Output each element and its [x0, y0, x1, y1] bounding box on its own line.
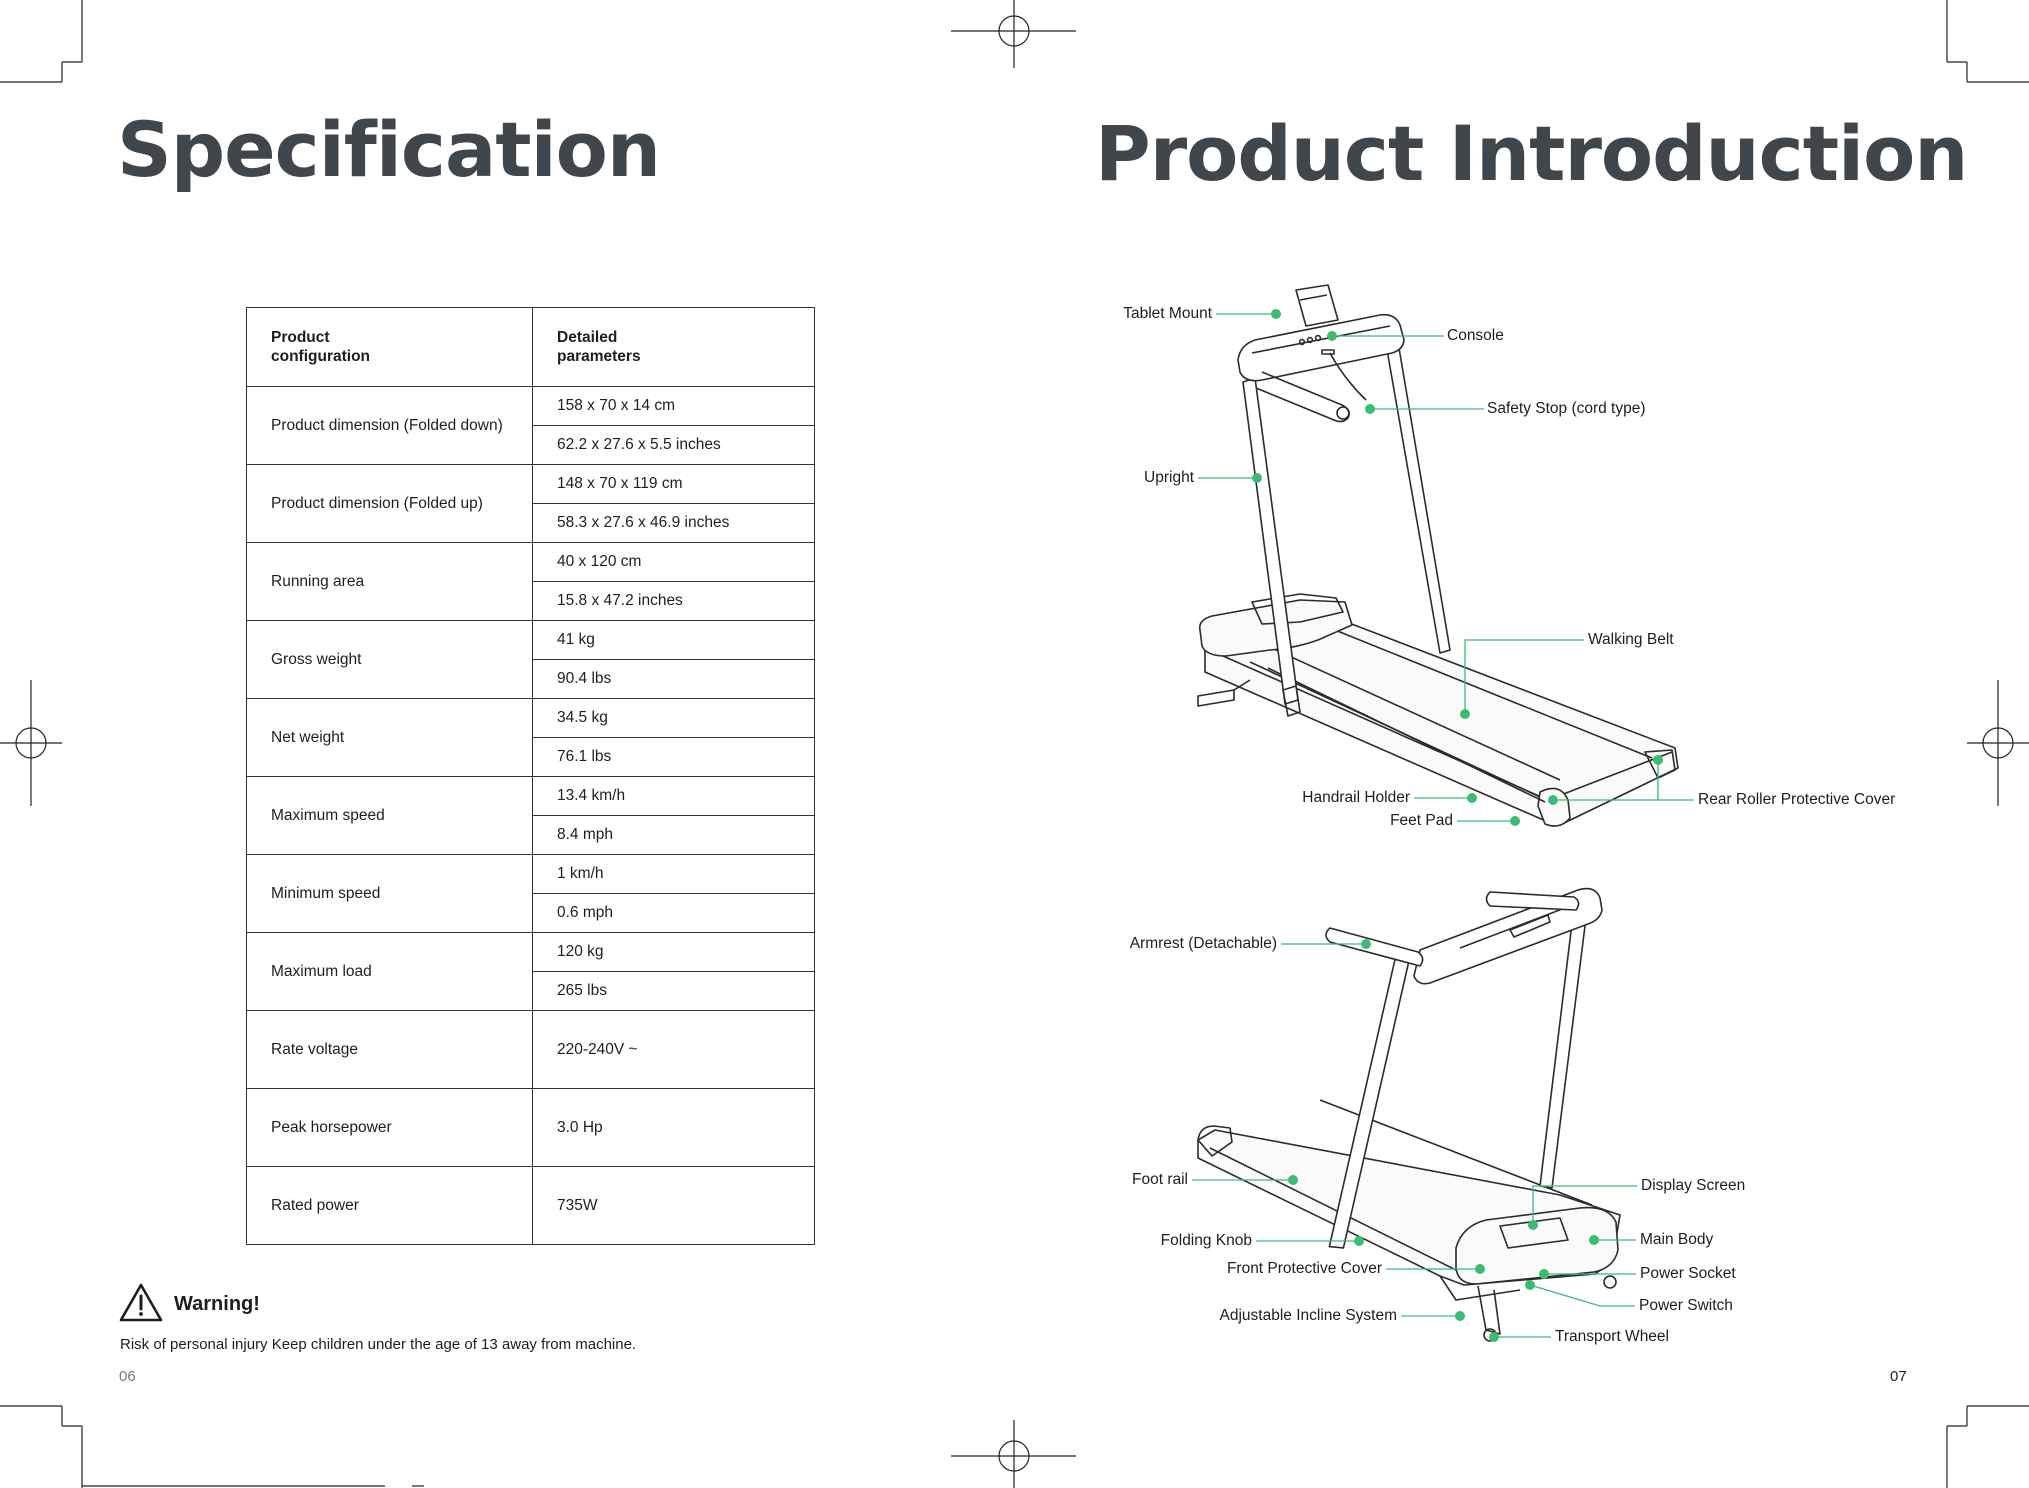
- parameter-cell: 62.2 x 27.6 x 5.5 inches: [532, 425, 815, 465]
- parameter-cell: 41 kg: [532, 620, 815, 660]
- parameter-cell: 220-240V ~: [532, 1010, 815, 1089]
- config-cell: Product dimension (Folded up): [246, 464, 533, 543]
- parameter-cell: 90.4 lbs: [532, 659, 815, 699]
- label-transport-wheel: Transport Wheel: [1555, 1328, 1669, 1345]
- label-power-switch: Power Switch: [1639, 1297, 1733, 1314]
- label-folding-knob: Folding Knob: [1160, 1232, 1252, 1249]
- parameter-cell: 13.4 km/h: [532, 776, 815, 816]
- parameter-cell: 265 lbs: [532, 971, 815, 1011]
- parameter-cell: 3.0 Hp: [532, 1088, 815, 1167]
- table-row: 90.4 lbs: [247, 659, 815, 699]
- label-feet-pad: Feet Pad: [1390, 812, 1453, 829]
- table-row: 15.8 x 47.2 inches: [247, 581, 815, 621]
- table-row: 0.6 mph: [247, 893, 815, 933]
- header-detailed-parameters: Detailed parameters: [532, 307, 815, 387]
- table-row: 58.3 x 27.6 x 46.9 inches: [247, 503, 815, 543]
- callout-leader-lines: [1192, 313, 1694, 1338]
- parameter-cell: 158 x 70 x 14 cm: [532, 386, 815, 426]
- treadmill-folded-illustration: [1197, 887, 1621, 1342]
- parameter-cell: 34.5 kg: [532, 698, 815, 738]
- callout-dot-foot-rail: [1288, 1175, 1298, 1185]
- table-row: 265 lbs: [247, 971, 815, 1011]
- label-foot-rail: Foot rail: [1132, 1171, 1188, 1188]
- page-number-right: 07: [1890, 1368, 1907, 1385]
- parameter-cell: 735W: [532, 1166, 815, 1245]
- callout-dot-rear-roller-cover-2: [1548, 795, 1558, 805]
- callout-dots: [1252, 309, 1663, 1342]
- warning-triangle-icon: [119, 1283, 163, 1322]
- callout-dot-display-screen: [1528, 1220, 1538, 1230]
- callout-dot-walking-belt: [1460, 709, 1470, 719]
- callout-dot-power-switch: [1525, 1280, 1535, 1290]
- callout-dot-feet-pad: [1510, 816, 1520, 826]
- label-upright: Upright: [1144, 469, 1194, 486]
- config-cell: Maximum load: [246, 932, 533, 1011]
- config-cell: Rate voltage: [246, 1010, 533, 1089]
- treadmill-unfolded-illustration: [1197, 284, 1679, 827]
- label-handrail-holder: Handrail Holder: [1302, 789, 1410, 806]
- config-cell: Running area: [246, 542, 533, 621]
- parameter-cell: 58.3 x 27.6 x 46.9 inches: [532, 503, 815, 543]
- label-walking-belt: Walking Belt: [1588, 631, 1674, 648]
- callout-dot-tablet-mount: [1271, 309, 1281, 319]
- label-display-screen: Display Screen: [1641, 1177, 1746, 1194]
- callout-dot-main-body: [1589, 1235, 1599, 1245]
- page-number-left: 06: [119, 1368, 136, 1385]
- config-cell: Minimum speed: [246, 854, 533, 933]
- callout-dot-armrest: [1361, 939, 1371, 949]
- callout-dot-safety-stop: [1365, 404, 1375, 414]
- leader-line-power-switch: [1529, 1284, 1635, 1307]
- table-row: 62.2 x 27.6 x 5.5 inches: [247, 425, 815, 465]
- label-console: Console: [1447, 327, 1504, 344]
- warning-title: Warning!: [174, 1293, 260, 1315]
- parameter-cell: 15.8 x 47.2 inches: [532, 581, 815, 621]
- label-front-cover: Front Protective Cover: [1226, 1260, 1382, 1277]
- label-armrest: Armrest (Detachable): [1129, 935, 1277, 952]
- callout-dot-rear-roller-cover: [1653, 755, 1663, 765]
- leader-line-walking-belt: [1464, 639, 1584, 714]
- parameter-cell: 40 x 120 cm: [532, 542, 815, 582]
- config-cell: Rated power: [246, 1166, 533, 1245]
- product-introduction-title: Product Introduction: [1095, 109, 1968, 198]
- callout-dot-handrail-holder: [1467, 793, 1477, 803]
- label-power-socket: Power Socket: [1640, 1265, 1736, 1282]
- callout-dot-incline-system: [1455, 1311, 1465, 1321]
- callout-dot-transport-wheel: [1489, 1332, 1499, 1342]
- callout-dot-upright: [1252, 473, 1262, 483]
- callout-dot-power-socket: [1539, 1269, 1549, 1279]
- label-incline-system: Adjustable Incline System: [1219, 1307, 1397, 1324]
- header-product-configuration: Product configuration: [246, 307, 533, 387]
- parameter-cell: 120 kg: [532, 932, 815, 972]
- parameter-cell: 0.6 mph: [532, 893, 815, 933]
- label-main-body: Main Body: [1640, 1231, 1714, 1248]
- label-tablet-mount: Tablet Mount: [1123, 305, 1212, 322]
- config-cell: Peak horsepower: [246, 1088, 533, 1167]
- label-safety-stop: Safety Stop (cord type): [1487, 400, 1646, 417]
- callout-dot-folding-knob: [1354, 1236, 1364, 1246]
- warning-text: Risk of personal injury Keep children un…: [120, 1336, 637, 1353]
- leader-line-display-screen: [1532, 1185, 1637, 1225]
- callout-dot-front-cover: [1475, 1264, 1485, 1274]
- specification-title: Specification: [117, 105, 661, 194]
- label-rear-roller-cover: Rear Roller Protective Cover: [1698, 791, 1896, 808]
- callout-dot-console: [1327, 331, 1337, 341]
